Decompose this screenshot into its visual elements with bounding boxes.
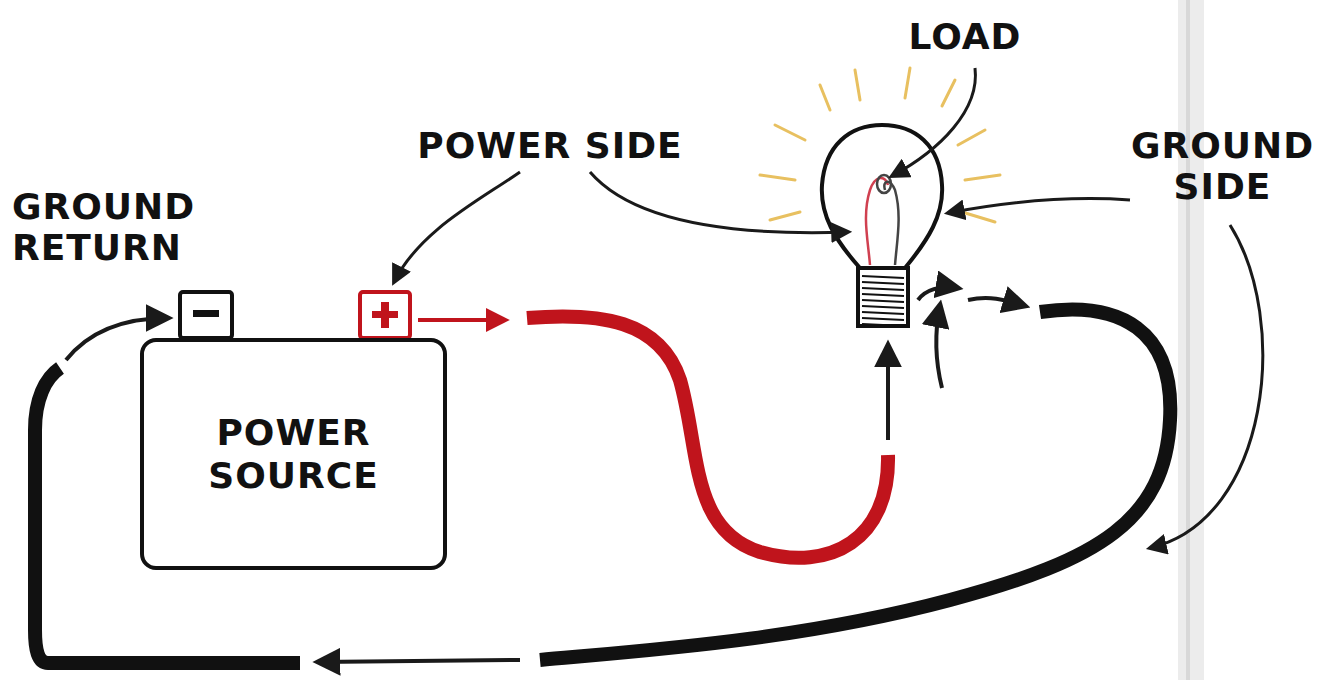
ground-wire: [540, 309, 1170, 660]
load-label: LOAD: [880, 16, 1050, 57]
leader-line: [590, 172, 848, 233]
flow-arrow: [886, 345, 890, 440]
power-source-box: POWER SOURCE: [140, 338, 447, 570]
wall-band: [1178, 0, 1204, 680]
flow-arrow: [418, 318, 505, 322]
leader-line: [948, 199, 1130, 213]
flow-arrow: [968, 298, 1025, 306]
node-text: POWER SOURCE: [160, 411, 427, 497]
flow-arrow: [318, 660, 520, 662]
wall-band: [1186, 0, 1190, 680]
leader-line: [394, 172, 520, 282]
leader-line: [1150, 225, 1263, 548]
ground-side-label: GROUND SIDE: [1110, 125, 1335, 208]
power-wire: [527, 316, 888, 557]
flow-arrow: [918, 287, 958, 300]
ground-return-label: GROUND RETURN: [12, 186, 242, 269]
leader-line: [892, 68, 975, 176]
positive-terminal: [360, 292, 410, 338]
flow-arrow: [936, 305, 942, 388]
light-bulb: [760, 68, 1000, 326]
negative-terminal: [180, 292, 232, 338]
power-side-label: POWER SIDE: [380, 125, 720, 166]
